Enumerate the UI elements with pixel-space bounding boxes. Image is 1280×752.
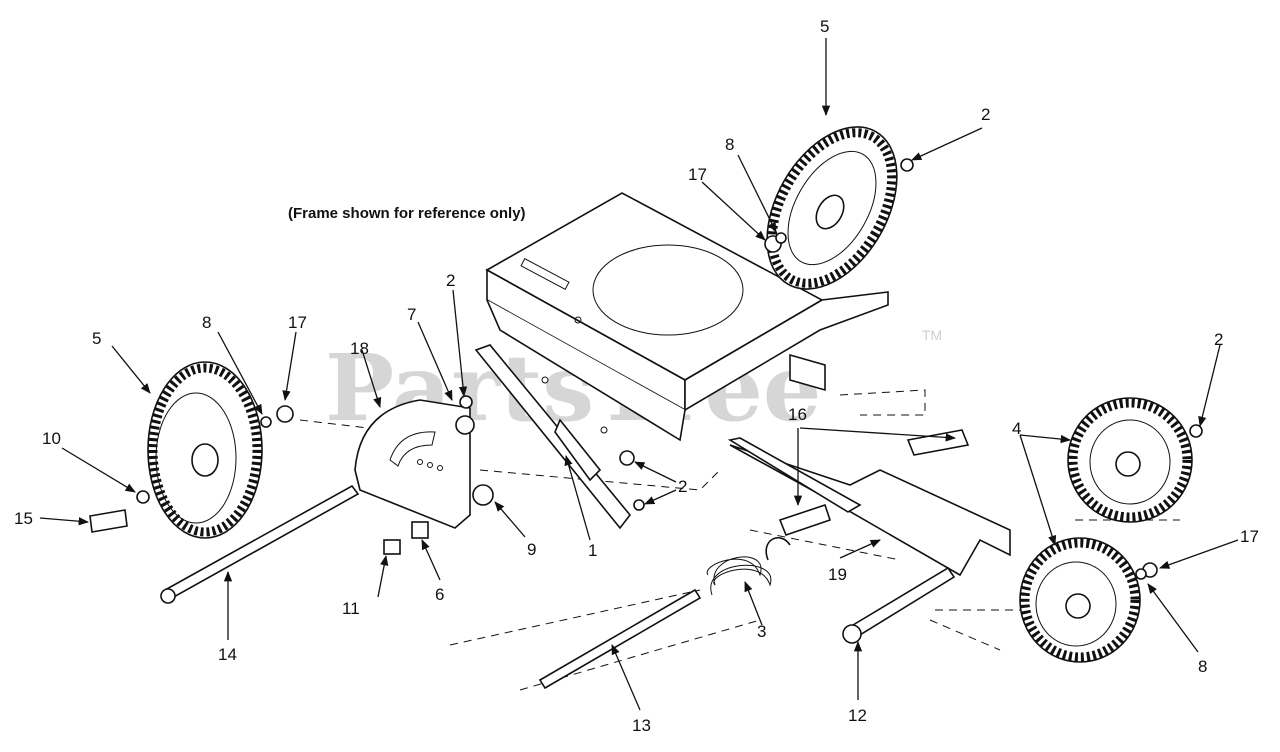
callout-14: 14	[218, 645, 237, 664]
trademark-mark: TM	[922, 327, 942, 343]
callout-11: 11	[342, 599, 360, 618]
callout-8b: 8	[202, 313, 211, 332]
callout-leaders	[39, 38, 1239, 711]
front-axle-rod	[160, 484, 360, 604]
callout-16: 16	[788, 405, 807, 424]
wheel-right-upper	[1067, 397, 1203, 523]
axle-bracket	[727, 429, 1011, 577]
callout-13: 13	[632, 716, 651, 735]
callout-9: 9	[527, 540, 536, 559]
callout-8a: 8	[725, 135, 734, 154]
mower-frame	[485, 192, 889, 442]
pivot-bolt	[842, 566, 956, 644]
frame-reference-note: (Frame shown for reference only)	[288, 205, 526, 222]
callout-10: 10	[42, 429, 61, 448]
height-adjust-plate	[354, 395, 494, 555]
torsion-spring	[706, 556, 772, 596]
callout-17c: 17	[1240, 527, 1259, 546]
wheel-top-right	[764, 126, 914, 290]
rear-axle-rod	[538, 588, 702, 690]
callout-17b: 17	[288, 313, 307, 332]
callout-2b: 2	[678, 477, 687, 496]
callout-7: 7	[407, 305, 416, 324]
link-bar	[474, 344, 645, 530]
assembly-guide-lines	[299, 389, 1180, 691]
callout-19: 19	[828, 565, 847, 584]
callout-15: 15	[14, 509, 33, 528]
callout-6: 6	[435, 585, 444, 604]
callout-5a: 5	[820, 17, 829, 36]
callout-4: 4	[1012, 419, 1021, 438]
callout-12: 12	[848, 706, 867, 725]
callout-2a: 2	[446, 271, 455, 290]
callout-labels: 1 2 2 2 2 3 4 5 5 6 7 8 8 8 9 10 11 12 1…	[14, 17, 1259, 735]
callout-5b: 5	[92, 329, 101, 348]
callout-3: 3	[757, 622, 766, 641]
wheel-right-lower	[1019, 537, 1158, 663]
callout-1: 1	[588, 541, 597, 560]
callout-8c: 8	[1198, 657, 1207, 676]
callout-2c: 2	[981, 105, 990, 124]
wheel-left	[89, 361, 294, 539]
callout-2d: 2	[1214, 330, 1223, 349]
callout-17a: 17	[688, 165, 707, 184]
callout-18: 18	[350, 339, 369, 358]
